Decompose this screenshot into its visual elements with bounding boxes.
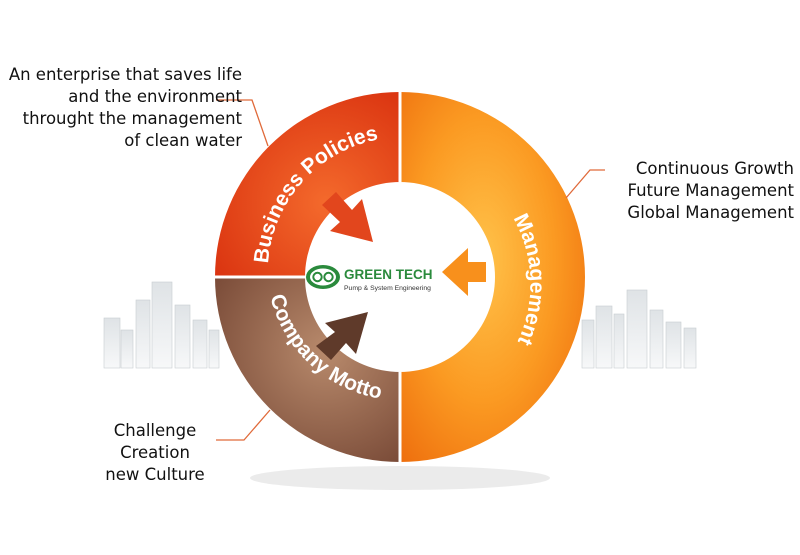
business-policies-description: An enterprise that saves life and the en…	[8, 65, 242, 150]
segment-dividers	[215, 92, 402, 462]
company-motto-arrow	[316, 312, 368, 360]
company-motto-description: Challenge Creation new Culture	[105, 421, 205, 484]
management-description: Continuous Growth Future Management Glob…	[627, 159, 794, 222]
company-motto-leader	[216, 409, 271, 441]
logo-tagline: Pump & System Engineering	[344, 285, 431, 292]
logo-company-name: GREEN TECH	[344, 267, 433, 282]
business-policies-arrow	[322, 192, 373, 242]
business-policies-leader	[216, 99, 269, 147]
management-arrow	[442, 248, 486, 296]
green-tech-logo: GREEN TECH Pump & System Engineering	[306, 265, 433, 292]
leader-lines	[216, 99, 605, 441]
right-city-skyline	[581, 289, 697, 369]
management-leader	[565, 169, 605, 199]
segment-company-motto	[215, 277, 400, 462]
segment-business-policies	[215, 92, 400, 277]
left-city-skyline	[103, 281, 220, 369]
segment-management	[400, 92, 585, 462]
